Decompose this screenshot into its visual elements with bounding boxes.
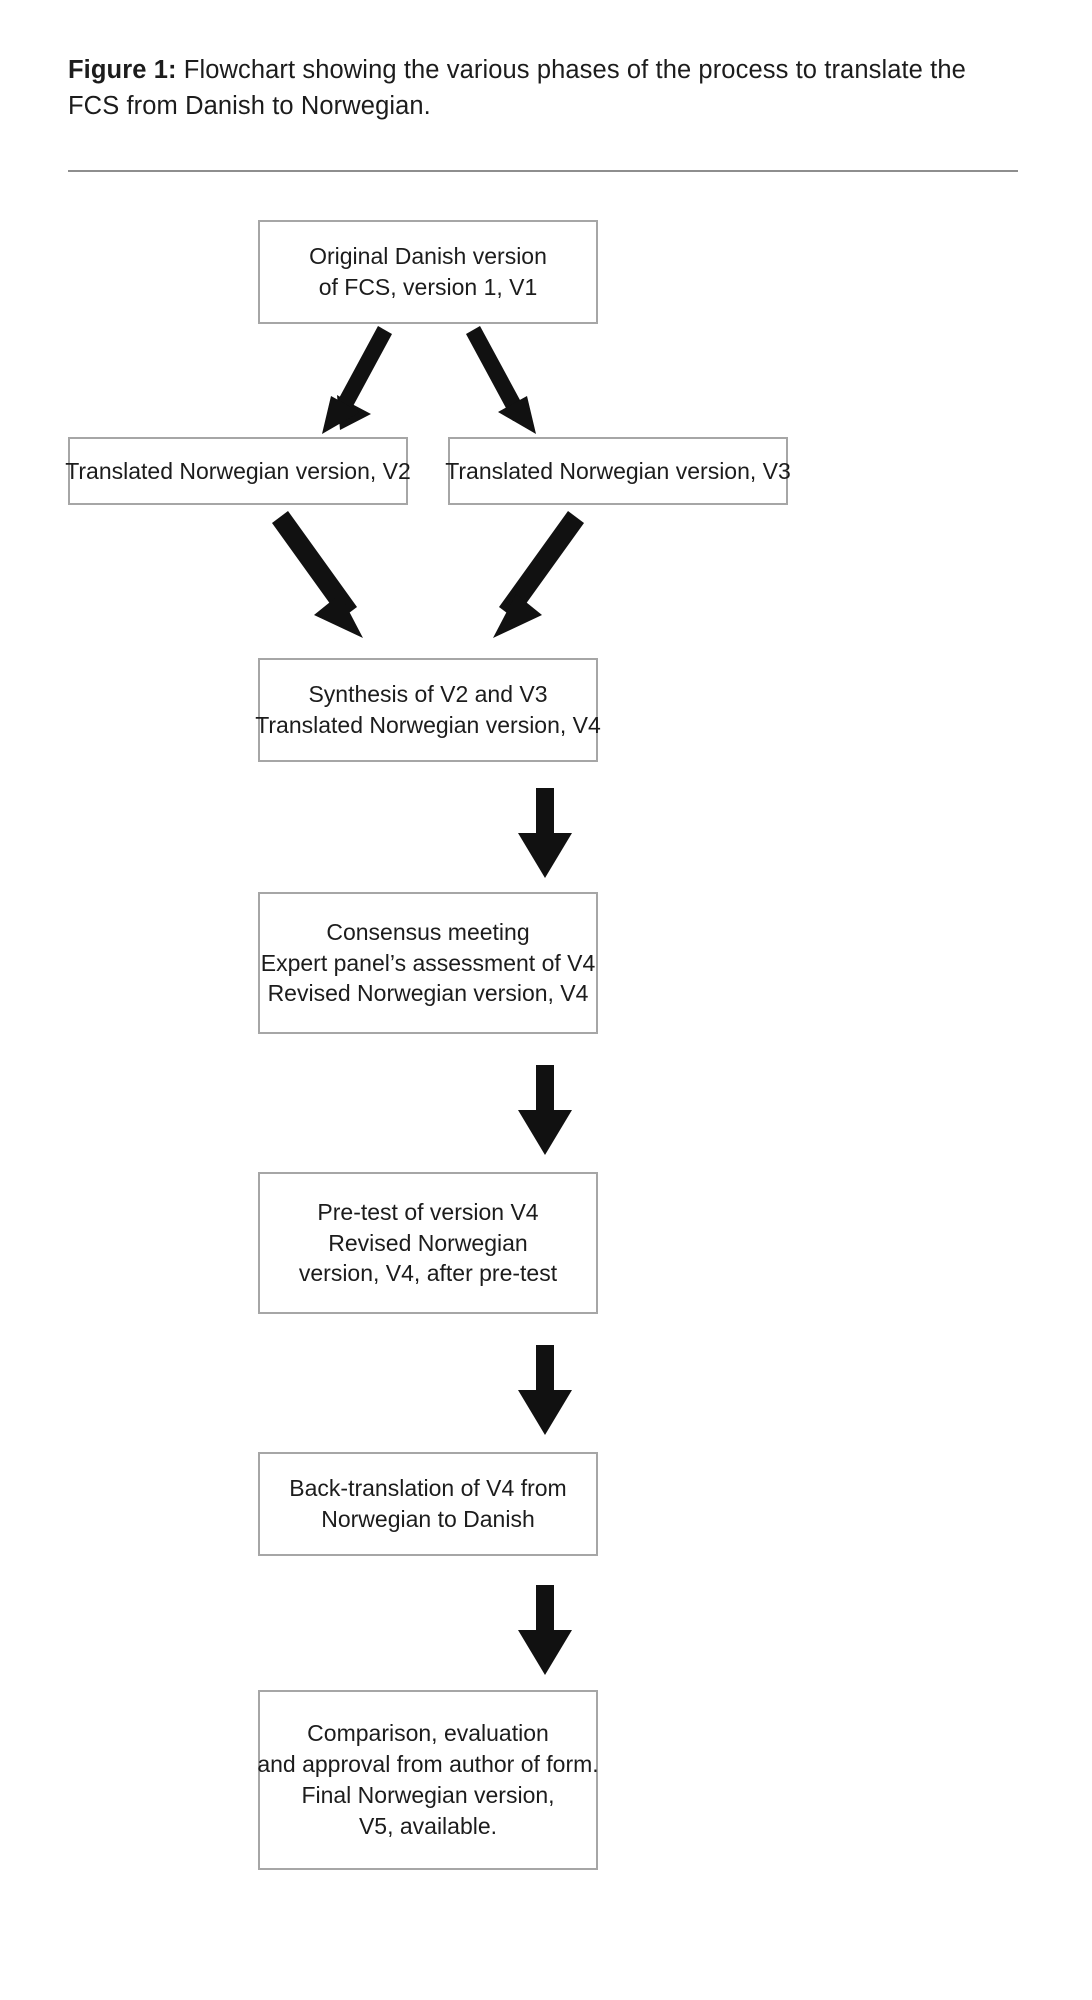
arrow-pretest-to-backtranslation: [518, 1345, 572, 1435]
flow-node-line: Comparison, evaluation: [307, 1720, 549, 1747]
figure-caption-label: Figure 1:: [68, 56, 177, 84]
flow-node-translated-v2[interactable]: Translated Norwegian version, V2: [65, 437, 411, 505]
flow-node-line: Back-translation of V4 from: [289, 1475, 567, 1502]
flow-node-consensus-meeting[interactable]: Consensus meeting Expert panel’s assessm…: [258, 892, 598, 1034]
arrow-v2-to-synthesis: [272, 511, 363, 638]
flow-node-comparison-evaluation[interactable]: Comparison, evaluation and approval from…: [257, 1690, 599, 1870]
flow-node-line: and approval from author of form.: [257, 1751, 599, 1778]
flow-node-line: version, V4, after pre-test: [298, 1260, 558, 1287]
arrow-synthesis-to-consensus: [518, 788, 572, 878]
flow-node-line: Synthesis of V2 and V3: [308, 681, 548, 708]
flow-node-pre-test-v4[interactable]: Pre-test of version V4 Revised Norwegian…: [258, 1172, 598, 1314]
arrow-original-to-v3: [466, 326, 536, 434]
flow-node-line: Pre-test of version V4: [317, 1198, 539, 1225]
figure-caption: Figure 1: Flowchart showing the various …: [68, 52, 1018, 124]
figure-caption-body: Flowchart showing the various phases of …: [68, 56, 966, 121]
flow-node-line: Expert panel’s assessment of V4: [260, 949, 596, 976]
flow-node-line: Revised Norwegian version, V4: [267, 980, 589, 1007]
flow-node-line: Final Norwegian version,: [301, 1782, 555, 1808]
arrow-original-to-v2: [322, 326, 392, 434]
flow-node-line: Norwegian to Danish: [321, 1506, 535, 1532]
arrow-backtranslation-to-comparison: [518, 1585, 572, 1675]
flow-node-line: Translated Norwegian version, V4: [255, 712, 601, 738]
arrow-v3-to-synthesis: [493, 511, 584, 638]
flow-node-line: of FCS, version 1, V1: [318, 274, 538, 300]
arrow-consensus-to-pretest: [518, 1065, 572, 1155]
flow-node-synthesis-v4[interactable]: Synthesis of V2 and V3 Translated Norweg…: [255, 658, 601, 762]
flow-node-line: V5, available.: [358, 1812, 498, 1839]
flow-node-original-danish-version[interactable]: Original Danish version of FCS, version …: [258, 220, 598, 324]
flow-node-line: Consensus meeting: [326, 918, 530, 945]
flow-node-line: Translated Norwegian version, V2: [65, 457, 411, 484]
flow-node-line: Original Danish version: [309, 243, 547, 270]
flow-node-line: Revised Norwegian: [328, 1229, 528, 1256]
flow-node-line: Translated Norwegian version, V3: [445, 457, 791, 484]
flow-node-translated-v3[interactable]: Translated Norwegian version, V3: [445, 437, 791, 505]
caption-divider: [68, 170, 1018, 172]
flow-node-back-translation[interactable]: Back-translation of V4 from Norwegian to…: [258, 1452, 598, 1556]
figure-caption-text: Figure 1: Flowchart showing the various …: [68, 52, 1018, 124]
